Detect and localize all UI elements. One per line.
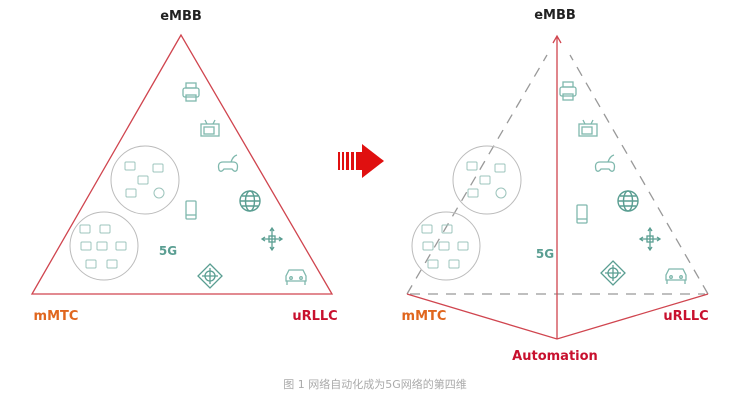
tv-icon bbox=[200, 119, 220, 137]
left-mmtc-label: mMTC bbox=[33, 309, 79, 324]
tv-icon bbox=[578, 119, 598, 137]
left-embb-label: eMBB bbox=[160, 9, 202, 24]
diamond-icon bbox=[600, 260, 626, 286]
phone-icon bbox=[185, 200, 197, 220]
figure-caption: 图 1 网络自动化成为5G网络的第四维 bbox=[283, 378, 467, 391]
printer-icon bbox=[559, 81, 577, 101]
left-triangle bbox=[30, 33, 334, 295]
printer-icon bbox=[182, 82, 200, 102]
right-mmtc-label: mMTC bbox=[401, 309, 447, 324]
iot-devices-cluster bbox=[412, 212, 480, 280]
car-icon bbox=[665, 268, 687, 285]
automation-axes bbox=[406, 34, 709, 340]
cross-arrows-icon bbox=[639, 227, 661, 251]
right-5g-label: 5G bbox=[536, 247, 554, 261]
right-urllc-label: uRLLC bbox=[663, 309, 709, 324]
left-urllc-label: uRLLC bbox=[292, 309, 338, 324]
car-icon bbox=[285, 269, 307, 286]
gamepad-icon bbox=[594, 154, 616, 172]
left-5g-label: 5G bbox=[159, 244, 177, 258]
gamepad-icon bbox=[217, 154, 239, 172]
cross-arrows-icon bbox=[261, 227, 283, 251]
globe-icon bbox=[239, 190, 261, 212]
globe-icon bbox=[617, 190, 639, 212]
home-devices-cluster bbox=[111, 146, 179, 214]
diamond-icon bbox=[197, 263, 223, 289]
automation-label: Automation bbox=[512, 349, 598, 364]
right-embb-label: eMBB bbox=[534, 8, 576, 23]
home-devices-cluster bbox=[453, 146, 521, 214]
phone-icon bbox=[576, 204, 588, 224]
transition-arrow-icon bbox=[338, 144, 384, 178]
iot-devices-cluster bbox=[70, 212, 138, 280]
